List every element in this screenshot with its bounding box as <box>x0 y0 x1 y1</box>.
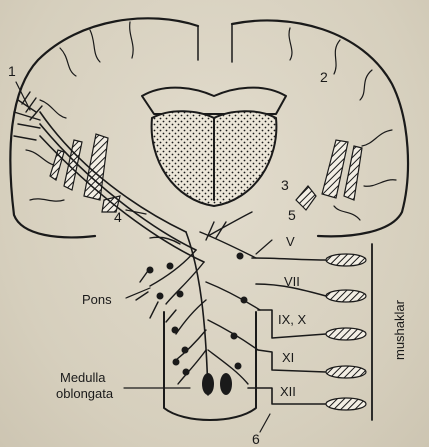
label-nerve-v: V <box>286 234 295 249</box>
label-nerve-vii: VII <box>284 274 300 289</box>
muscle-xi <box>326 366 366 378</box>
label-nerve-xi: XI <box>282 350 294 365</box>
label-2: 2 <box>320 69 328 85</box>
label-nerve-xii: XII <box>280 384 296 399</box>
muscle-v <box>326 254 366 266</box>
thalamus <box>142 88 286 206</box>
muscle-vii <box>326 290 366 302</box>
label-nerve-ix-x: IX, X <box>278 312 307 327</box>
label-6: 6 <box>252 431 260 447</box>
muscle-xii <box>326 398 366 410</box>
label-3: 3 <box>281 177 289 193</box>
right-basal-ganglia <box>296 140 362 210</box>
label-oblongata: oblongata <box>56 386 114 401</box>
label-5: 5 <box>288 207 296 223</box>
muscles <box>326 254 366 410</box>
muscle-ix-x <box>326 328 366 340</box>
label-mushaklar: mushaklar <box>392 299 407 360</box>
label-pons: Pons <box>82 292 112 307</box>
label-1: 1 <box>8 63 16 79</box>
label-4: 4 <box>114 209 122 225</box>
label-medulla: Medulla <box>60 370 106 385</box>
